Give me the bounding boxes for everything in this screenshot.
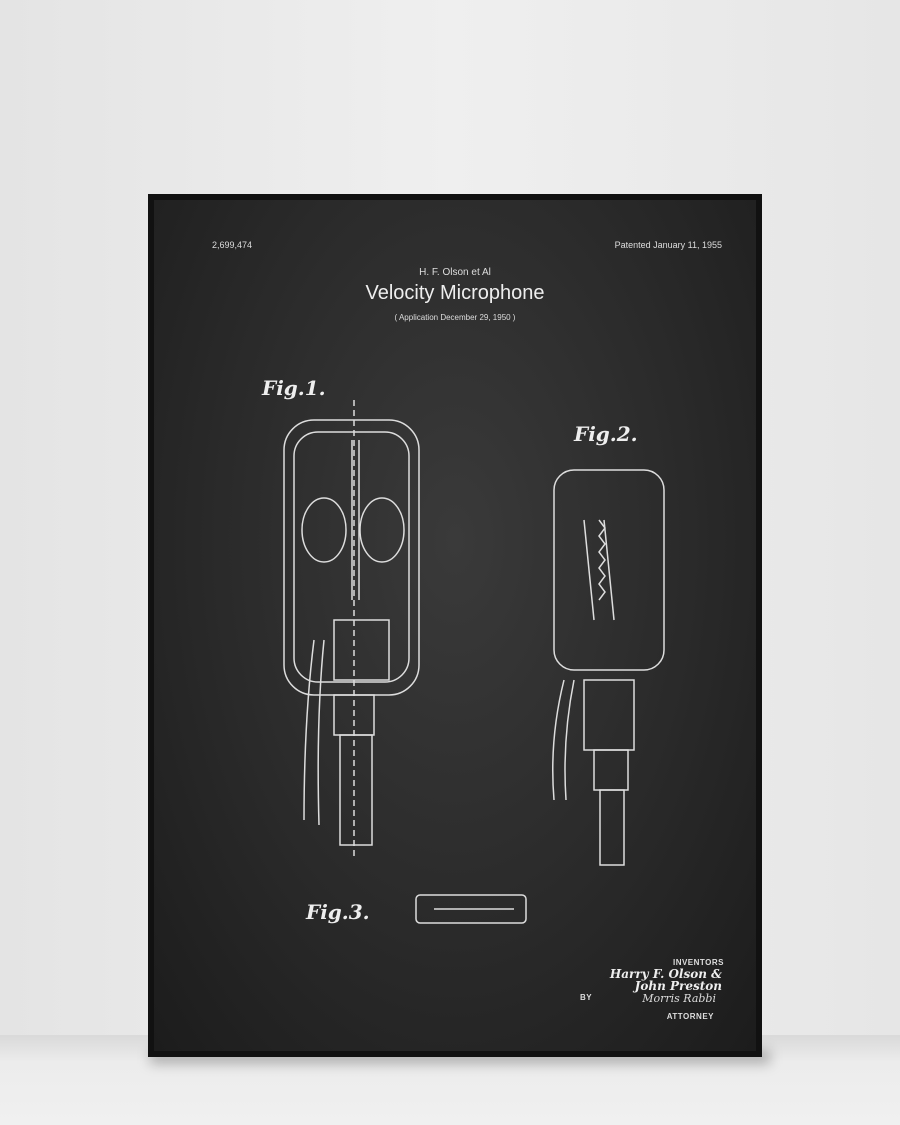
- inventor-1: Harry F. Olson &: [609, 967, 722, 981]
- application-date: ( Application December 29, 1950 ): [394, 313, 516, 322]
- fig1-microphone-drawing: [283, 400, 420, 860]
- fig3-detail-drawing: [415, 894, 527, 924]
- attorney-label: ATTORNEY: [666, 1012, 714, 1021]
- poster-title: Velocity Microphone: [365, 282, 545, 304]
- fig2-label: Fig.2.: [574, 422, 638, 446]
- fig2-microphone-drawing: [552, 469, 665, 866]
- patent-number: 2,699,474: [212, 240, 253, 250]
- authors: H. F. Olson et Al: [419, 267, 491, 278]
- patent-date: Patented January 11, 1955: [614, 240, 722, 250]
- inventor-2: John Preston: [634, 979, 722, 993]
- fig1-label: Fig.1.: [262, 376, 326, 400]
- inventors-label: INVENTORS: [672, 958, 724, 967]
- poster-frame: 2,699,474 Patented January 11, 1955 H. F…: [148, 194, 762, 1057]
- patent-drawings: [283, 400, 665, 924]
- fig3-label: Fig.3.: [306, 900, 370, 924]
- chalkboard-print: 2,699,474 Patented January 11, 1955 H. F…: [154, 200, 756, 1051]
- by-label: BY: [580, 993, 593, 1002]
- inventor-names: Harry F. Olson & John Preston: [610, 968, 722, 992]
- attorney-signature: Morris Rabbi: [642, 992, 716, 1005]
